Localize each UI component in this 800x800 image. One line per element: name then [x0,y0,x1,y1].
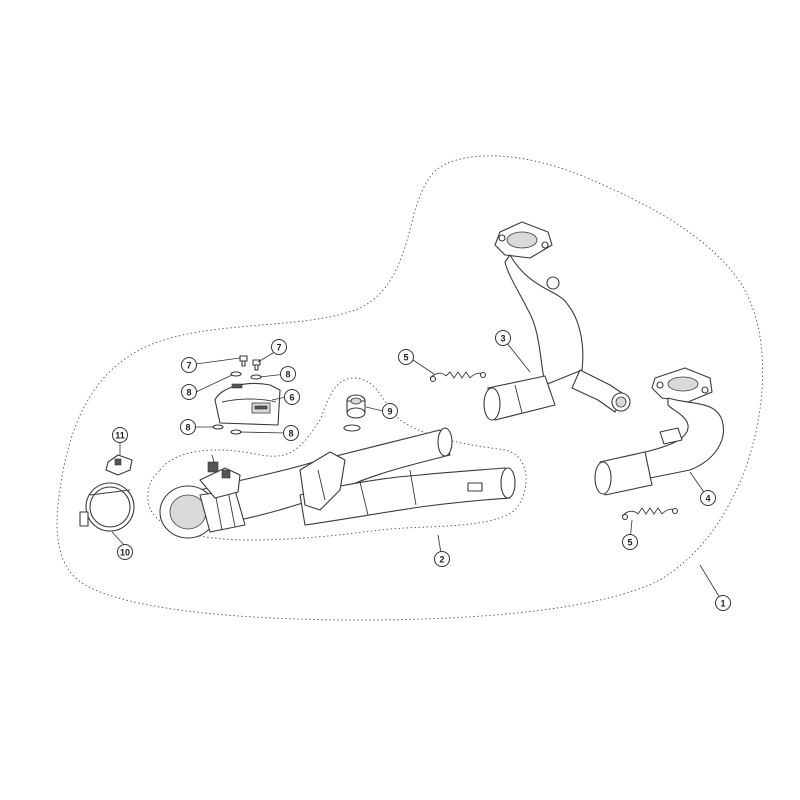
callout-4: 4 [700,490,716,506]
callout-10-label: 10 [120,548,130,558]
callout-2: 2 [434,551,450,567]
callout-2-label: 2 [439,555,444,565]
callout-8-upper-right-label: 8 [285,370,290,380]
bracket-11 [105,454,133,476]
callout-7-right: 7 [271,339,287,355]
callout-8-lower-right: 8 [283,425,299,441]
washer-8-top-right [250,374,262,380]
link-pipe-2 [159,427,516,539]
header-pipe-3 [483,221,631,421]
system-group-outline [56,155,764,621]
callout-11-label: 11 [115,431,125,441]
callout-8-lower-left-label: 8 [185,423,190,433]
spring-5-upper [429,371,487,383]
callout-11: 11 [112,427,128,443]
callout-5-lower-label: 5 [627,538,632,548]
callout-4-label: 4 [705,494,710,504]
callout-3-label: 3 [500,334,505,344]
spring-5-lower [621,507,679,521]
callout-1: 1 [715,595,731,611]
callout-9-label: 9 [387,407,392,417]
hose-clamp-10 [79,482,135,532]
washer-8-top-left [230,371,242,377]
callout-8-lower-left: 8 [180,419,196,435]
callout-7-right-label: 7 [276,343,281,353]
washer-8-bottom-right [230,429,242,435]
callout-8-lower-right-label: 8 [288,429,293,439]
heat-cover-6 [214,382,281,426]
washer-8-bottom-left [212,424,224,430]
callout-8-upper-right: 8 [280,366,296,382]
header-pipe-4 [594,367,724,496]
callout-5-lower: 5 [622,534,638,550]
callout-6-label: 6 [289,393,294,403]
link-pipe-group-outline [147,377,527,541]
callout-1-label: 1 [720,599,725,609]
callout-7-left: 7 [181,357,197,373]
callout-7-left-label: 7 [186,361,191,371]
callout-5-upper-label: 5 [403,353,408,363]
callout-3: 3 [495,330,511,346]
bolt-7-right [252,359,261,371]
callout-6: 6 [284,389,300,405]
callout-5-upper: 5 [398,349,414,365]
callout-8-upper-left-label: 8 [186,388,191,398]
gasket-9 [343,394,366,432]
callout-8-upper-left: 8 [181,384,197,400]
callout-9: 9 [382,403,398,419]
callout-10: 10 [117,544,133,560]
bolt-7-left [239,355,248,367]
